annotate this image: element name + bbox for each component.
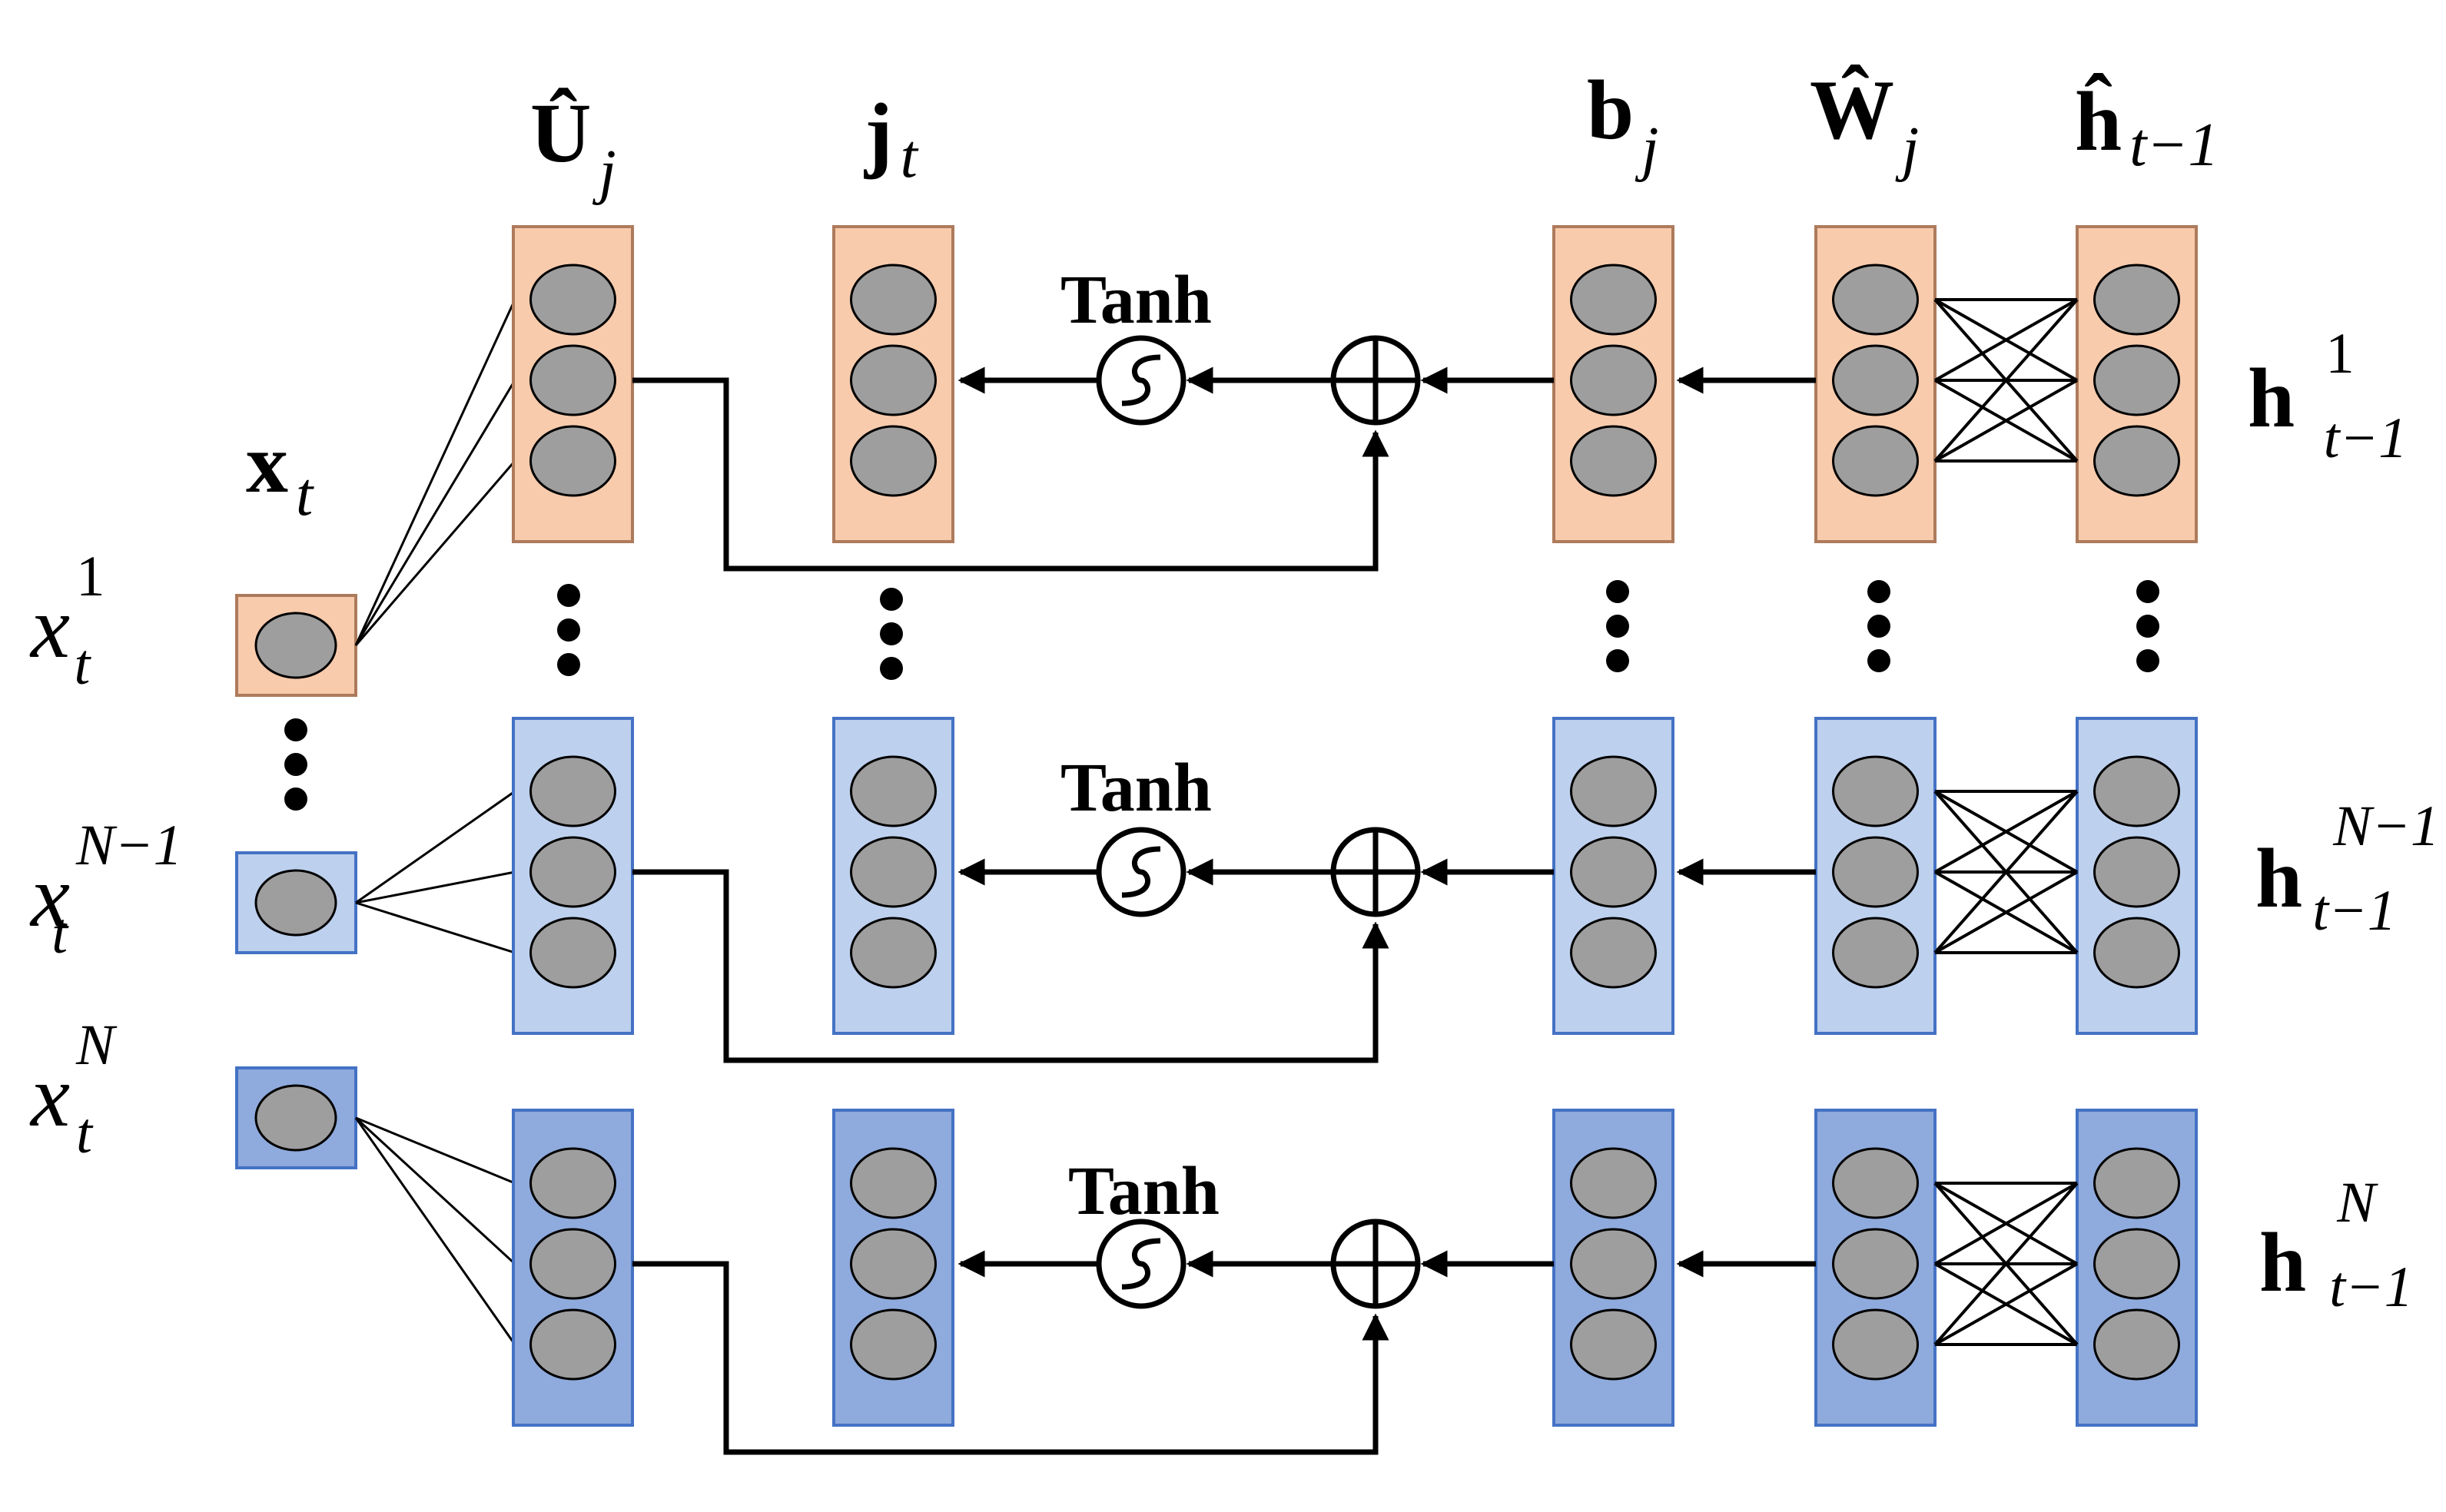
- node-b-row-1-2: [1570, 425, 1657, 497]
- node-j-row-1-0: [850, 264, 937, 336]
- node-h-row-1-1: [2093, 344, 2180, 416]
- node-b-row-1-0: [1570, 264, 1657, 336]
- tanh-label-n: Tanh: [1068, 1153, 1220, 1229]
- node-b-row-n-0: [1570, 1147, 1657, 1219]
- dense-edge-row-n-1-0: [1934, 1182, 2078, 1265]
- node-w-row-n-minus-1-0: [1832, 755, 1919, 827]
- node-j-row-1-1: [850, 344, 937, 416]
- skip-path-row-n: [632, 1261, 1389, 1455]
- input-edge-row-1-0: [354, 299, 516, 646]
- ellipsis-dots: [284, 580, 2159, 811]
- input-edge-row-n-minus-1-0: [355, 790, 516, 904]
- node-u-row-n-minus-1-2: [529, 917, 616, 989]
- dense-edge-row-1-1-0: [1934, 298, 2078, 382]
- tanh-label-1: Tanh: [1060, 262, 1212, 338]
- node-w-row-n-1: [1832, 1228, 1919, 1300]
- node-j-row-n-minus-1-0: [850, 755, 937, 827]
- node-u-row-1-0: [529, 264, 616, 336]
- node-u-row-n-minus-1-0: [529, 755, 616, 827]
- tanh-curve-row-n: [1121, 1238, 1161, 1290]
- node-w-row-n-0: [1832, 1147, 1919, 1219]
- input-edge-row-n-minus-1-2: [355, 901, 516, 954]
- node-j-row-n-minus-1-1: [850, 836, 937, 908]
- node-j-row-1-2: [850, 425, 937, 497]
- node-b-row-n-minus-1-0: [1570, 755, 1657, 827]
- node-w-row-1-1: [1832, 344, 1919, 416]
- dense-edge-row-n-2-1: [1934, 1262, 2078, 1346]
- skip-path-row-1: [632, 377, 1389, 572]
- node-b-row-n-minus-1-2: [1570, 917, 1657, 989]
- dense-edge-row-n-minus-1-2-1: [1934, 870, 2078, 954]
- input-edge-row-1-1: [354, 380, 516, 646]
- input-edge-row-n-minus-1-1: [355, 870, 516, 904]
- dense-edge-row-1-2-1: [1934, 379, 2078, 463]
- node-u-row-n-1: [529, 1228, 616, 1300]
- node-b-row-n-minus-1-1: [1570, 836, 1657, 908]
- input-edge-row-n-1: [354, 1116, 516, 1265]
- tanh-label-n-minus-1: Tanh: [1060, 750, 1212, 826]
- dense-edge-row-n-minus-1-1-0: [1934, 790, 2078, 874]
- node-w-row-n-minus-1-1: [1832, 836, 1919, 908]
- tanh-curve-row-1: [1121, 354, 1161, 406]
- dense-edge-row-n-2-0: [1933, 1182, 2079, 1346]
- node-h-row-1-0: [2093, 264, 2180, 336]
- node-u-row-1-1: [529, 344, 616, 416]
- input-node-row-1: [254, 612, 337, 679]
- node-w-row-n-2: [1832, 1308, 1919, 1381]
- node-h-row-n-2: [2093, 1308, 2180, 1381]
- input-edge-row-n-2: [354, 1117, 516, 1345]
- node-h-row-n-1: [2093, 1228, 2180, 1300]
- node-h-row-1-2: [2093, 425, 2180, 497]
- skip-path-row-n-minus-1: [632, 869, 1389, 1063]
- node-j-row-n-0: [850, 1147, 937, 1219]
- node-j-row-n-minus-1-2: [850, 917, 937, 989]
- node-h-row-n-0: [2093, 1147, 2180, 1219]
- node-b-row-n-1: [1570, 1228, 1657, 1300]
- dense-edge-row-1-2-0: [1933, 298, 2079, 463]
- node-b-row-1-1: [1570, 344, 1657, 416]
- input-node-row-n-minus-1: [254, 869, 337, 937]
- node-u-row-n-0: [529, 1147, 616, 1219]
- node-u-row-1-2: [529, 425, 616, 497]
- node-w-row-n-minus-1-2: [1832, 917, 1919, 989]
- node-w-row-1-0: [1832, 264, 1919, 336]
- node-j-row-n-2: [850, 1308, 937, 1381]
- node-w-row-1-2: [1832, 425, 1919, 497]
- input-edge-row-n-0: [355, 1116, 516, 1185]
- input-edge-row-1-2: [354, 460, 516, 646]
- node-u-row-n-2: [529, 1308, 616, 1381]
- input-node-row-n: [254, 1084, 337, 1152]
- node-h-row-n-minus-1-2: [2093, 917, 2180, 989]
- tanh-curve-row-n-minus-1: [1121, 846, 1161, 898]
- node-j-row-n-1: [850, 1228, 937, 1300]
- node-b-row-n-2: [1570, 1308, 1657, 1381]
- dense-edge-row-n-minus-1-2-0: [1933, 790, 2079, 954]
- node-h-row-n-minus-1-1: [2093, 836, 2180, 908]
- node-u-row-n-minus-1-1: [529, 836, 616, 908]
- node-h-row-n-minus-1-0: [2093, 755, 2180, 827]
